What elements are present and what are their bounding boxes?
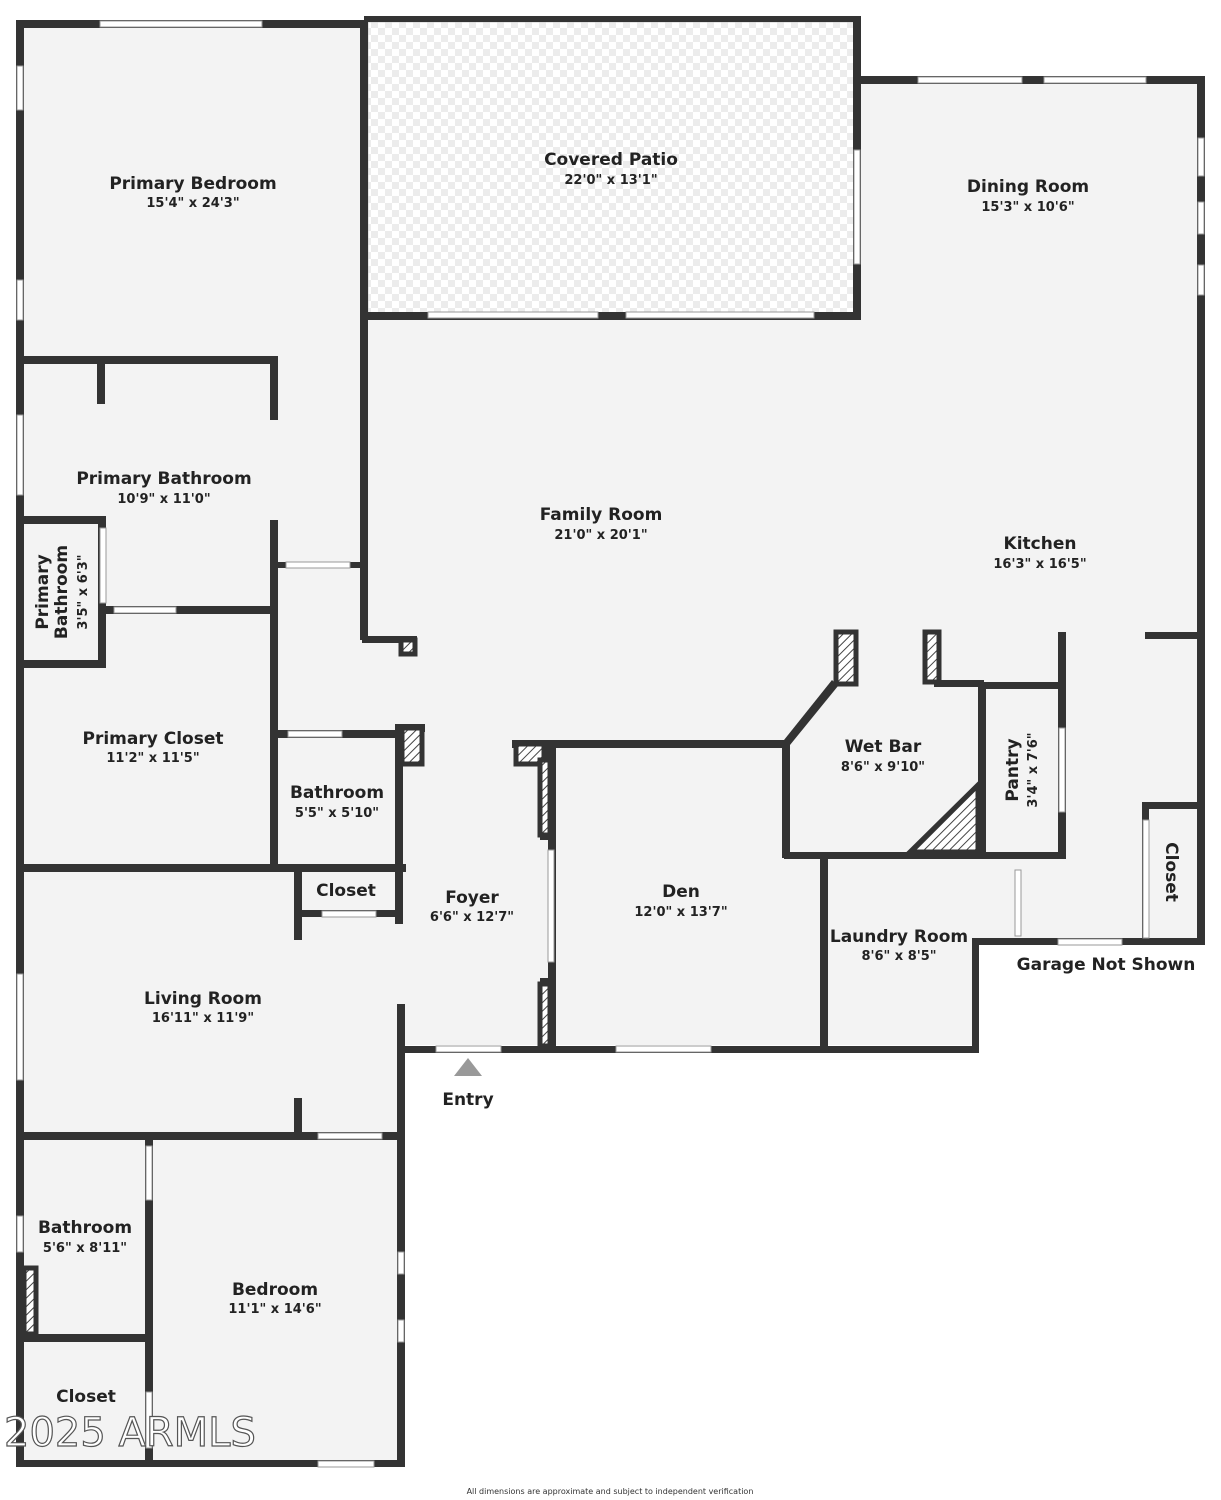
room-name-primary-closet: Primary Closet xyxy=(83,729,224,749)
room-name-living-room: Living Room xyxy=(144,989,262,1009)
room-dim-primary-bathroom-small: 3'5" x 6'3" xyxy=(76,554,91,629)
room-dim-bedroom: 11'1" x 14'6" xyxy=(228,1302,321,1317)
room-dim-den: 12'0" x 13'7" xyxy=(634,905,727,920)
room-name-closet-right: Closet xyxy=(1161,842,1181,902)
entry-label: Entry xyxy=(442,1090,493,1110)
room-name-dining-room: Dining Room xyxy=(967,177,1089,197)
garage-label: Garage Not Shown xyxy=(1017,955,1196,975)
room-name-laundry-room: Laundry Room xyxy=(830,927,968,947)
room-name-wet-bar: Wet Bar xyxy=(845,737,922,757)
disclaimer: All dimensions are approximate and subje… xyxy=(467,1487,754,1496)
windows xyxy=(16,20,1205,1468)
room-name-family-room: Family Room xyxy=(540,505,663,525)
room-dim-primary-bedroom: 15'4" x 24'3" xyxy=(146,196,239,211)
room-dim-dining-room: 15'3" x 10'6" xyxy=(981,200,1074,215)
room-name-foyer: Foyer xyxy=(445,888,499,908)
room-name-closet-hall: Closet xyxy=(316,881,376,901)
watermark: 2025 ARMLS xyxy=(4,1410,256,1456)
room-dim-foyer: 6'6" x 12'7" xyxy=(430,910,514,925)
room-name-primary-bathroom-small-2: Bathroom xyxy=(52,545,72,639)
room-labels: Primary Bedroom 15'4" x 24'3" Covered Pa… xyxy=(33,150,1195,1407)
room-name-bathroom-center: Bathroom xyxy=(290,783,384,803)
room-name-kitchen: Kitchen xyxy=(1004,534,1077,554)
room-dim-covered-patio: 22'0" x 13'1" xyxy=(564,173,657,188)
hatched-columns xyxy=(21,629,981,1337)
room-name-bedroom: Bedroom xyxy=(232,1280,318,1300)
room-name-pantry: Pantry xyxy=(1003,738,1023,801)
room-dim-primary-bathroom: 10'9" x 11'0" xyxy=(117,492,210,507)
entry-arrow-icon xyxy=(454,1058,482,1076)
room-dim-kitchen: 16'3" x 16'5" xyxy=(993,557,1086,572)
room-dim-laundry-room: 8'6" x 8'5" xyxy=(861,949,936,964)
room-dim-living-room: 16'11" x 11'9" xyxy=(152,1011,254,1026)
room-name-primary-bathroom-small-1: Primary xyxy=(33,554,53,629)
room-name-den: Den xyxy=(662,882,700,902)
room-name-primary-bedroom: Primary Bedroom xyxy=(109,174,276,194)
room-dim-pantry: 3'4" x 7'6" xyxy=(1026,732,1041,807)
room-name-covered-patio: Covered Patio xyxy=(544,150,678,170)
room-name-bathroom-lower: Bathroom xyxy=(38,1218,132,1238)
room-dim-wet-bar: 8'6" x 9'10" xyxy=(841,760,925,775)
room-dim-bathroom-center: 5'5" x 5'10" xyxy=(295,806,379,821)
room-name-primary-bathroom: Primary Bathroom xyxy=(76,469,251,489)
room-name-closet-lower: Closet xyxy=(56,1387,116,1407)
room-dim-family-room: 21'0" x 20'1" xyxy=(554,528,647,543)
room-dim-primary-closet: 11'2" x 11'5" xyxy=(106,751,199,766)
room-dim-bathroom-lower: 5'6" x 8'11" xyxy=(43,1241,127,1256)
